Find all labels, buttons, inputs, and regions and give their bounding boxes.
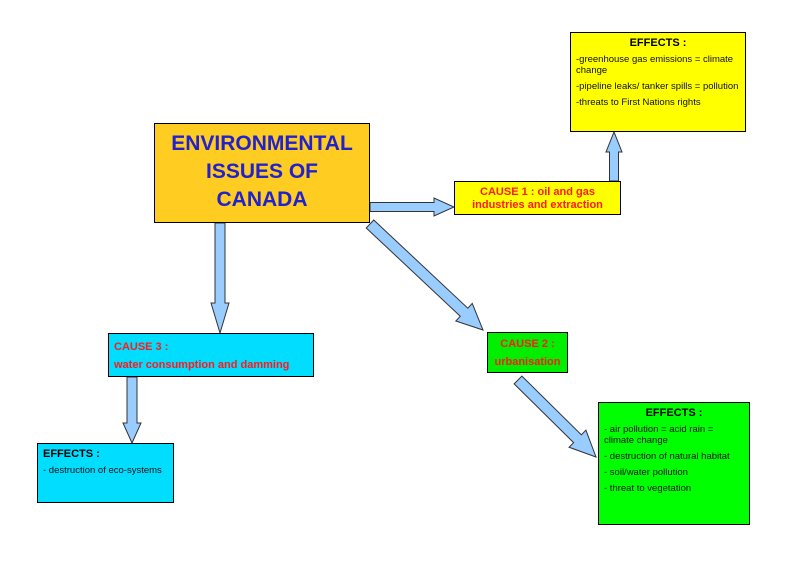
title-line: ISSUES OF: [205, 160, 319, 183]
arrow-cause-1-to-effects-1: [605, 130, 623, 182]
effect-item: - destruction of natural habitat: [604, 451, 730, 462]
cause-2-label: urbanisation: [494, 356, 561, 368]
effects-1-heading: EFFECTS :: [629, 37, 687, 49]
arrow-cause-2-to-effects-2: [513, 375, 597, 458]
cause-2-box: CAUSE 2 : urbanisation: [487, 332, 568, 373]
effect-item: - soil/water pollution: [604, 467, 688, 478]
cause-3-box: CAUSE 3 : water consumption and damming: [108, 333, 314, 377]
title-line: CANADA: [216, 188, 308, 211]
arrow-title-to-cause-2: [365, 219, 484, 331]
effect-item: - threat to vegetation: [604, 483, 692, 494]
cause-1-box: CAUSE 1 : oil and gas industries and ext…: [454, 181, 621, 215]
cause-3-heading: CAUSE 3 :: [114, 341, 169, 353]
arrow-title-to-cause-3: [210, 222, 230, 335]
effects-1-box: EFFECTS : -greenhouse gas emissions = cl…: [570, 32, 746, 132]
cause-2-heading: CAUSE 2 :: [500, 338, 555, 350]
cause-1-label: CAUSE 1 : oil and gas industries and ext…: [472, 186, 603, 211]
effect-item: -threats to First Nations rights: [576, 97, 701, 108]
effects-3-heading: EFFECTS :: [43, 448, 100, 460]
effect-item: - air pollution = acid rain = climate ch…: [604, 424, 714, 446]
cause-3-label: water consumption and damming: [114, 359, 290, 371]
effects-2-heading: EFFECTS :: [645, 407, 703, 419]
arrow-title-to-cause-1: [369, 197, 456, 217]
effect-item: -greenhouse gas emissions = climate chan…: [576, 54, 734, 76]
effects-3-box: EFFECTS : - destruction of eco-systems: [37, 443, 174, 503]
central-topic-box: ENVIRONMENTAL ISSUES OF CANADA: [154, 123, 370, 223]
effect-item: - destruction of eco-systems: [43, 465, 162, 476]
effect-item: -pipeline leaks/ tanker spills = polluti…: [576, 81, 739, 92]
arrow-cause-3-to-effects-3: [122, 376, 142, 445]
effects-2-box: EFFECTS : - air pollution = acid rain = …: [598, 402, 750, 525]
title-line: ENVIRONMENTAL: [171, 132, 353, 155]
